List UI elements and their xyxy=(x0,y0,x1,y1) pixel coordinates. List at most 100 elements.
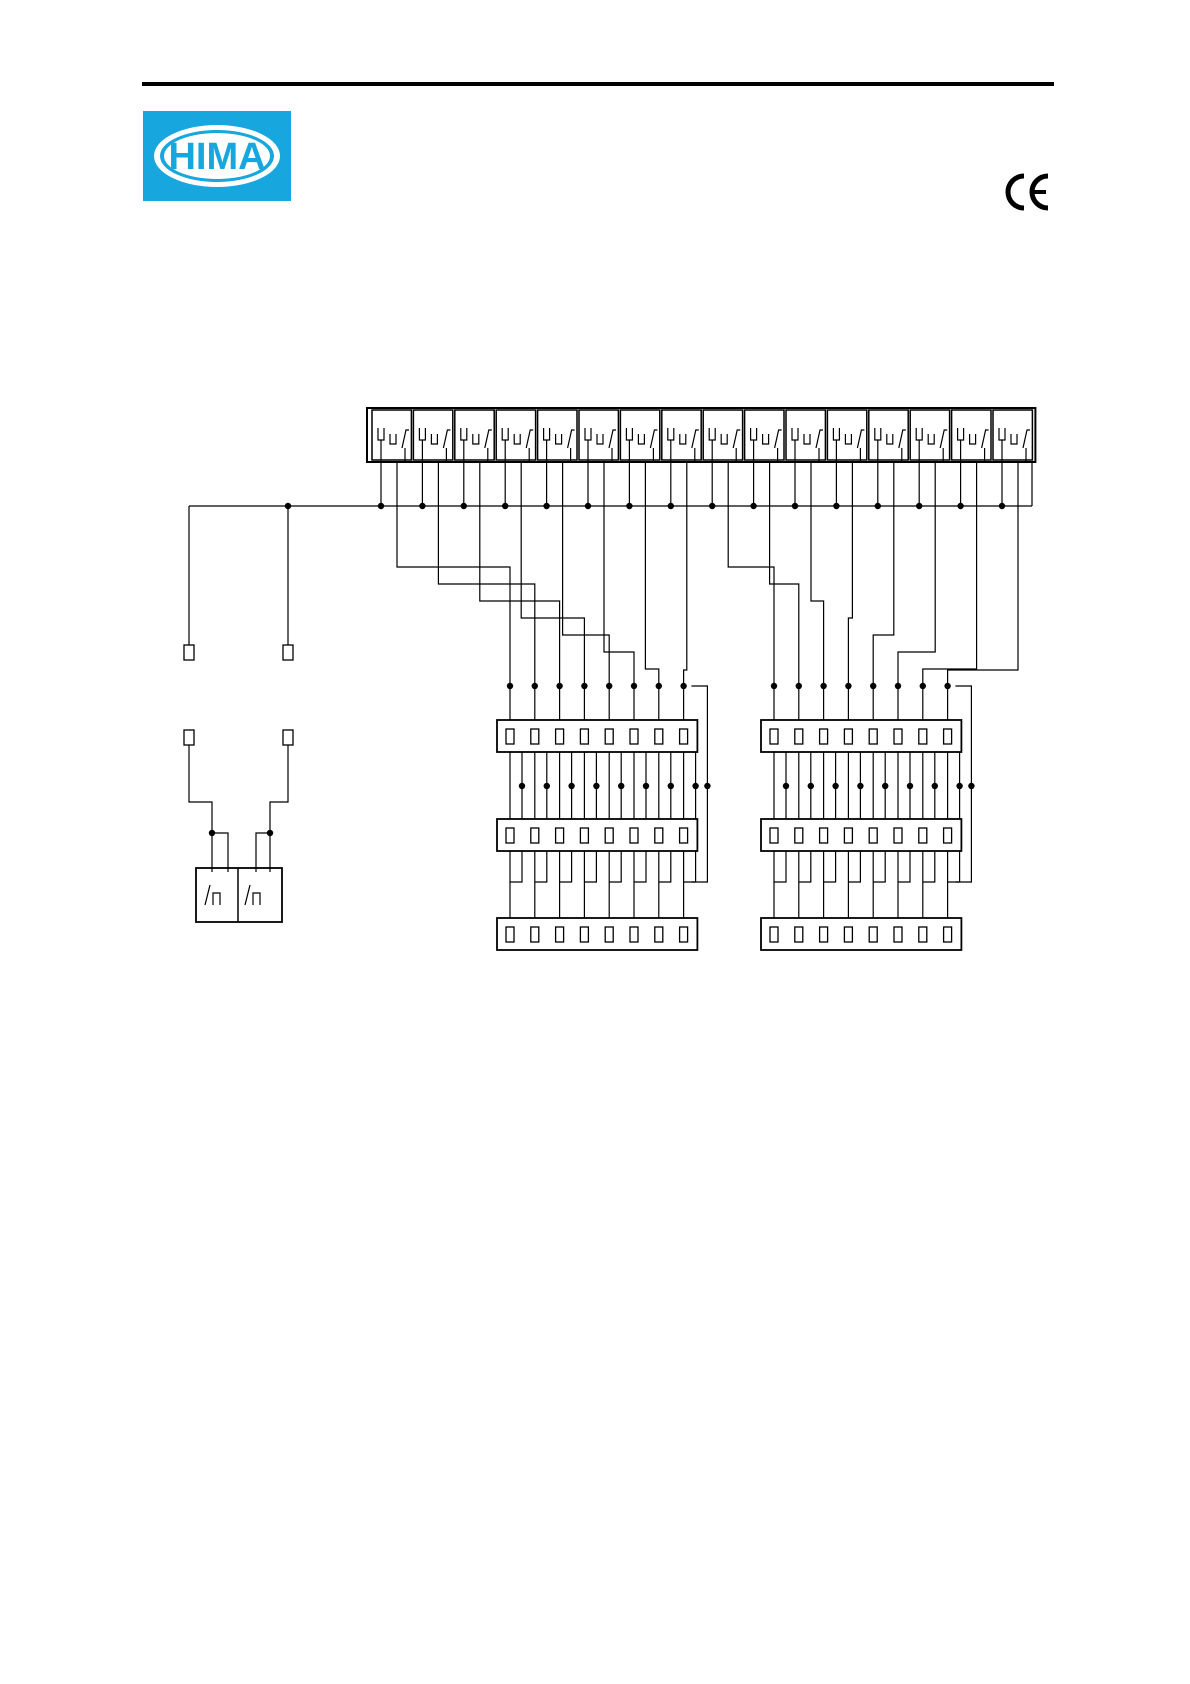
junction-dot xyxy=(709,503,715,509)
relay-output-wire xyxy=(684,462,687,686)
terminal-clamp xyxy=(844,729,852,744)
relay-contact-symbol xyxy=(792,428,798,440)
terminal-clamp xyxy=(770,729,778,744)
terminal-clamp xyxy=(556,828,564,843)
relay-output-wire xyxy=(728,462,774,686)
junction-dot xyxy=(916,503,922,509)
terminal-clamp xyxy=(844,828,852,843)
relay-contact-symbol xyxy=(833,428,839,440)
relay-output-wire xyxy=(521,462,584,686)
relay-contact-symbol xyxy=(845,434,851,444)
supply-wire xyxy=(189,745,212,872)
terminal-clamp xyxy=(944,729,952,744)
terminal-clamp xyxy=(820,729,828,744)
relay-output-wire xyxy=(438,462,534,686)
relay-contact-symbol xyxy=(502,428,508,440)
terminal-wire xyxy=(584,851,596,882)
relay-contact-symbol xyxy=(556,434,562,444)
relay-contact-symbol xyxy=(899,430,906,448)
terminal-clamp xyxy=(770,927,778,942)
terminal-clamp xyxy=(869,927,877,942)
fuse-3 xyxy=(184,730,194,745)
junction-dot xyxy=(875,503,881,509)
terminal-wire xyxy=(560,851,572,882)
relay-output-wire xyxy=(645,462,658,686)
terminal-clamp xyxy=(680,828,688,843)
relay-contact-symbol xyxy=(443,430,450,448)
relay-contact-symbol xyxy=(585,428,591,440)
terminal-clamp xyxy=(605,828,613,843)
terminal-clamp xyxy=(894,828,902,843)
relay-contact-symbol xyxy=(390,434,396,444)
junction-dot xyxy=(626,503,632,509)
terminal-clamp xyxy=(655,828,663,843)
relay-contact-symbol xyxy=(857,430,864,448)
terminal-clamp xyxy=(630,729,638,744)
terminal-wire xyxy=(634,851,646,882)
terminal-wire xyxy=(684,851,696,882)
terminal-wire xyxy=(948,851,960,882)
terminal-wire xyxy=(510,851,522,882)
junction-dot xyxy=(704,783,710,789)
terminal-clamp xyxy=(580,927,588,942)
relay-contact-symbol xyxy=(544,428,550,440)
terminal-wire xyxy=(535,851,547,882)
terminal-clamp xyxy=(580,729,588,744)
relay-contact-symbol xyxy=(473,434,479,444)
terminal-clamp xyxy=(944,927,952,942)
relay-contact-symbol xyxy=(419,428,425,440)
terminal-clamp xyxy=(580,828,588,843)
relay-contact-symbol xyxy=(928,434,934,444)
junction-dot xyxy=(957,503,963,509)
terminal-clamp xyxy=(820,828,828,843)
terminal-clamp xyxy=(531,828,539,843)
junction-dot xyxy=(999,503,1005,509)
relay-contact-symbol xyxy=(650,430,657,448)
junction-dot xyxy=(792,503,798,509)
terminal-clamp xyxy=(531,927,539,942)
power-relay xyxy=(196,868,282,922)
terminal-wire xyxy=(898,851,910,882)
terminal-wire xyxy=(848,851,860,882)
relay-contact-symbol xyxy=(485,430,492,448)
junction-dot xyxy=(833,503,839,509)
terminal-clamp xyxy=(680,927,688,942)
relay-contact-symbol xyxy=(999,428,1005,440)
power-relay-contact xyxy=(205,885,210,905)
relay-output-wire xyxy=(397,462,510,686)
relay-output-wire xyxy=(948,462,1018,686)
relay-contact-symbol xyxy=(875,428,881,440)
relay-contact-symbol xyxy=(887,434,893,444)
terminal-clamp xyxy=(795,828,803,843)
terminal-clamp xyxy=(556,729,564,744)
terminal-clamp xyxy=(630,927,638,942)
supply-wire xyxy=(270,745,288,872)
terminal-clamp xyxy=(919,927,927,942)
supply-wire xyxy=(256,833,270,872)
power-relay-contact xyxy=(253,893,260,905)
terminal-wire xyxy=(774,851,786,882)
junction-dot xyxy=(419,503,425,509)
relay-contact-symbol xyxy=(378,428,384,440)
terminal-clamp xyxy=(894,729,902,744)
terminal-clamp xyxy=(770,828,778,843)
terminal-wire xyxy=(923,851,935,882)
terminal-clamp xyxy=(680,729,688,744)
relay-contact-symbol xyxy=(431,434,437,444)
terminal-clamp xyxy=(869,729,877,744)
junction-dot xyxy=(461,503,467,509)
power-relay-contact xyxy=(245,885,250,905)
relay-contact-symbol xyxy=(916,428,922,440)
terminal-clamp xyxy=(795,729,803,744)
relay-contact-symbol xyxy=(775,430,782,448)
relay-contact-symbol xyxy=(402,430,409,448)
relay-contact-symbol xyxy=(804,434,810,444)
relay-contact-symbol xyxy=(1011,434,1017,444)
terminal-clamp xyxy=(944,828,952,843)
relay-contact-symbol xyxy=(751,428,757,440)
relay-contact-symbol xyxy=(526,430,533,448)
relay-contact-symbol xyxy=(733,430,740,448)
relay-contact-symbol xyxy=(609,430,616,448)
terminal-clamp xyxy=(531,729,539,744)
